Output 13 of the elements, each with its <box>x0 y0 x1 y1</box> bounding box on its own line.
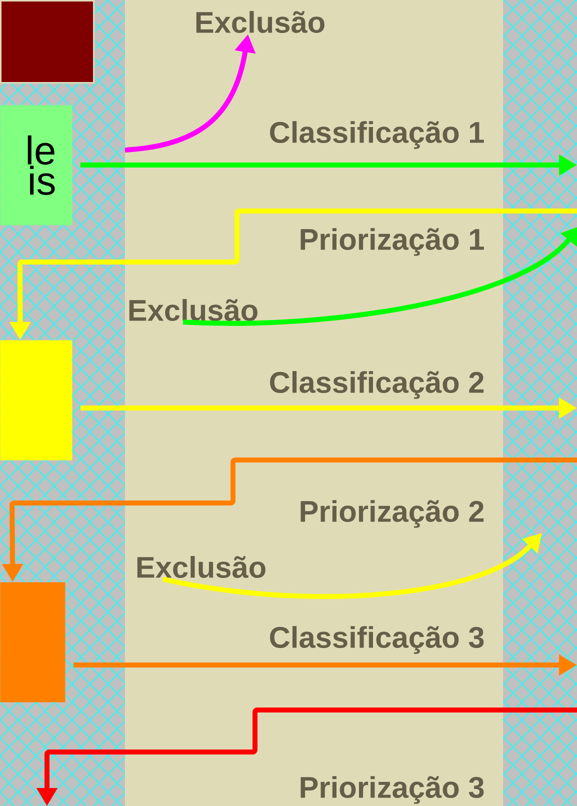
exclusion-label: Exclusão <box>196 11 324 33</box>
text-label: Priorização 3 <box>298 775 486 805</box>
text-box: le is <box>0 105 72 226</box>
filled-box <box>0 340 72 460</box>
edge-label: Classificação 3 <box>268 625 486 655</box>
edge-label: Priorização 1 <box>298 227 486 257</box>
exclusion-label: Exclusão <box>137 556 266 578</box>
edge-label: Classificação 2 <box>268 370 486 400</box>
filled-box <box>0 0 94 84</box>
edge-label: Priorização 2 <box>298 499 486 529</box>
filled-box <box>0 582 66 702</box>
exclusion-label: Exclusão <box>129 299 258 321</box>
edge-label: Classificação 1 <box>268 120 486 150</box>
